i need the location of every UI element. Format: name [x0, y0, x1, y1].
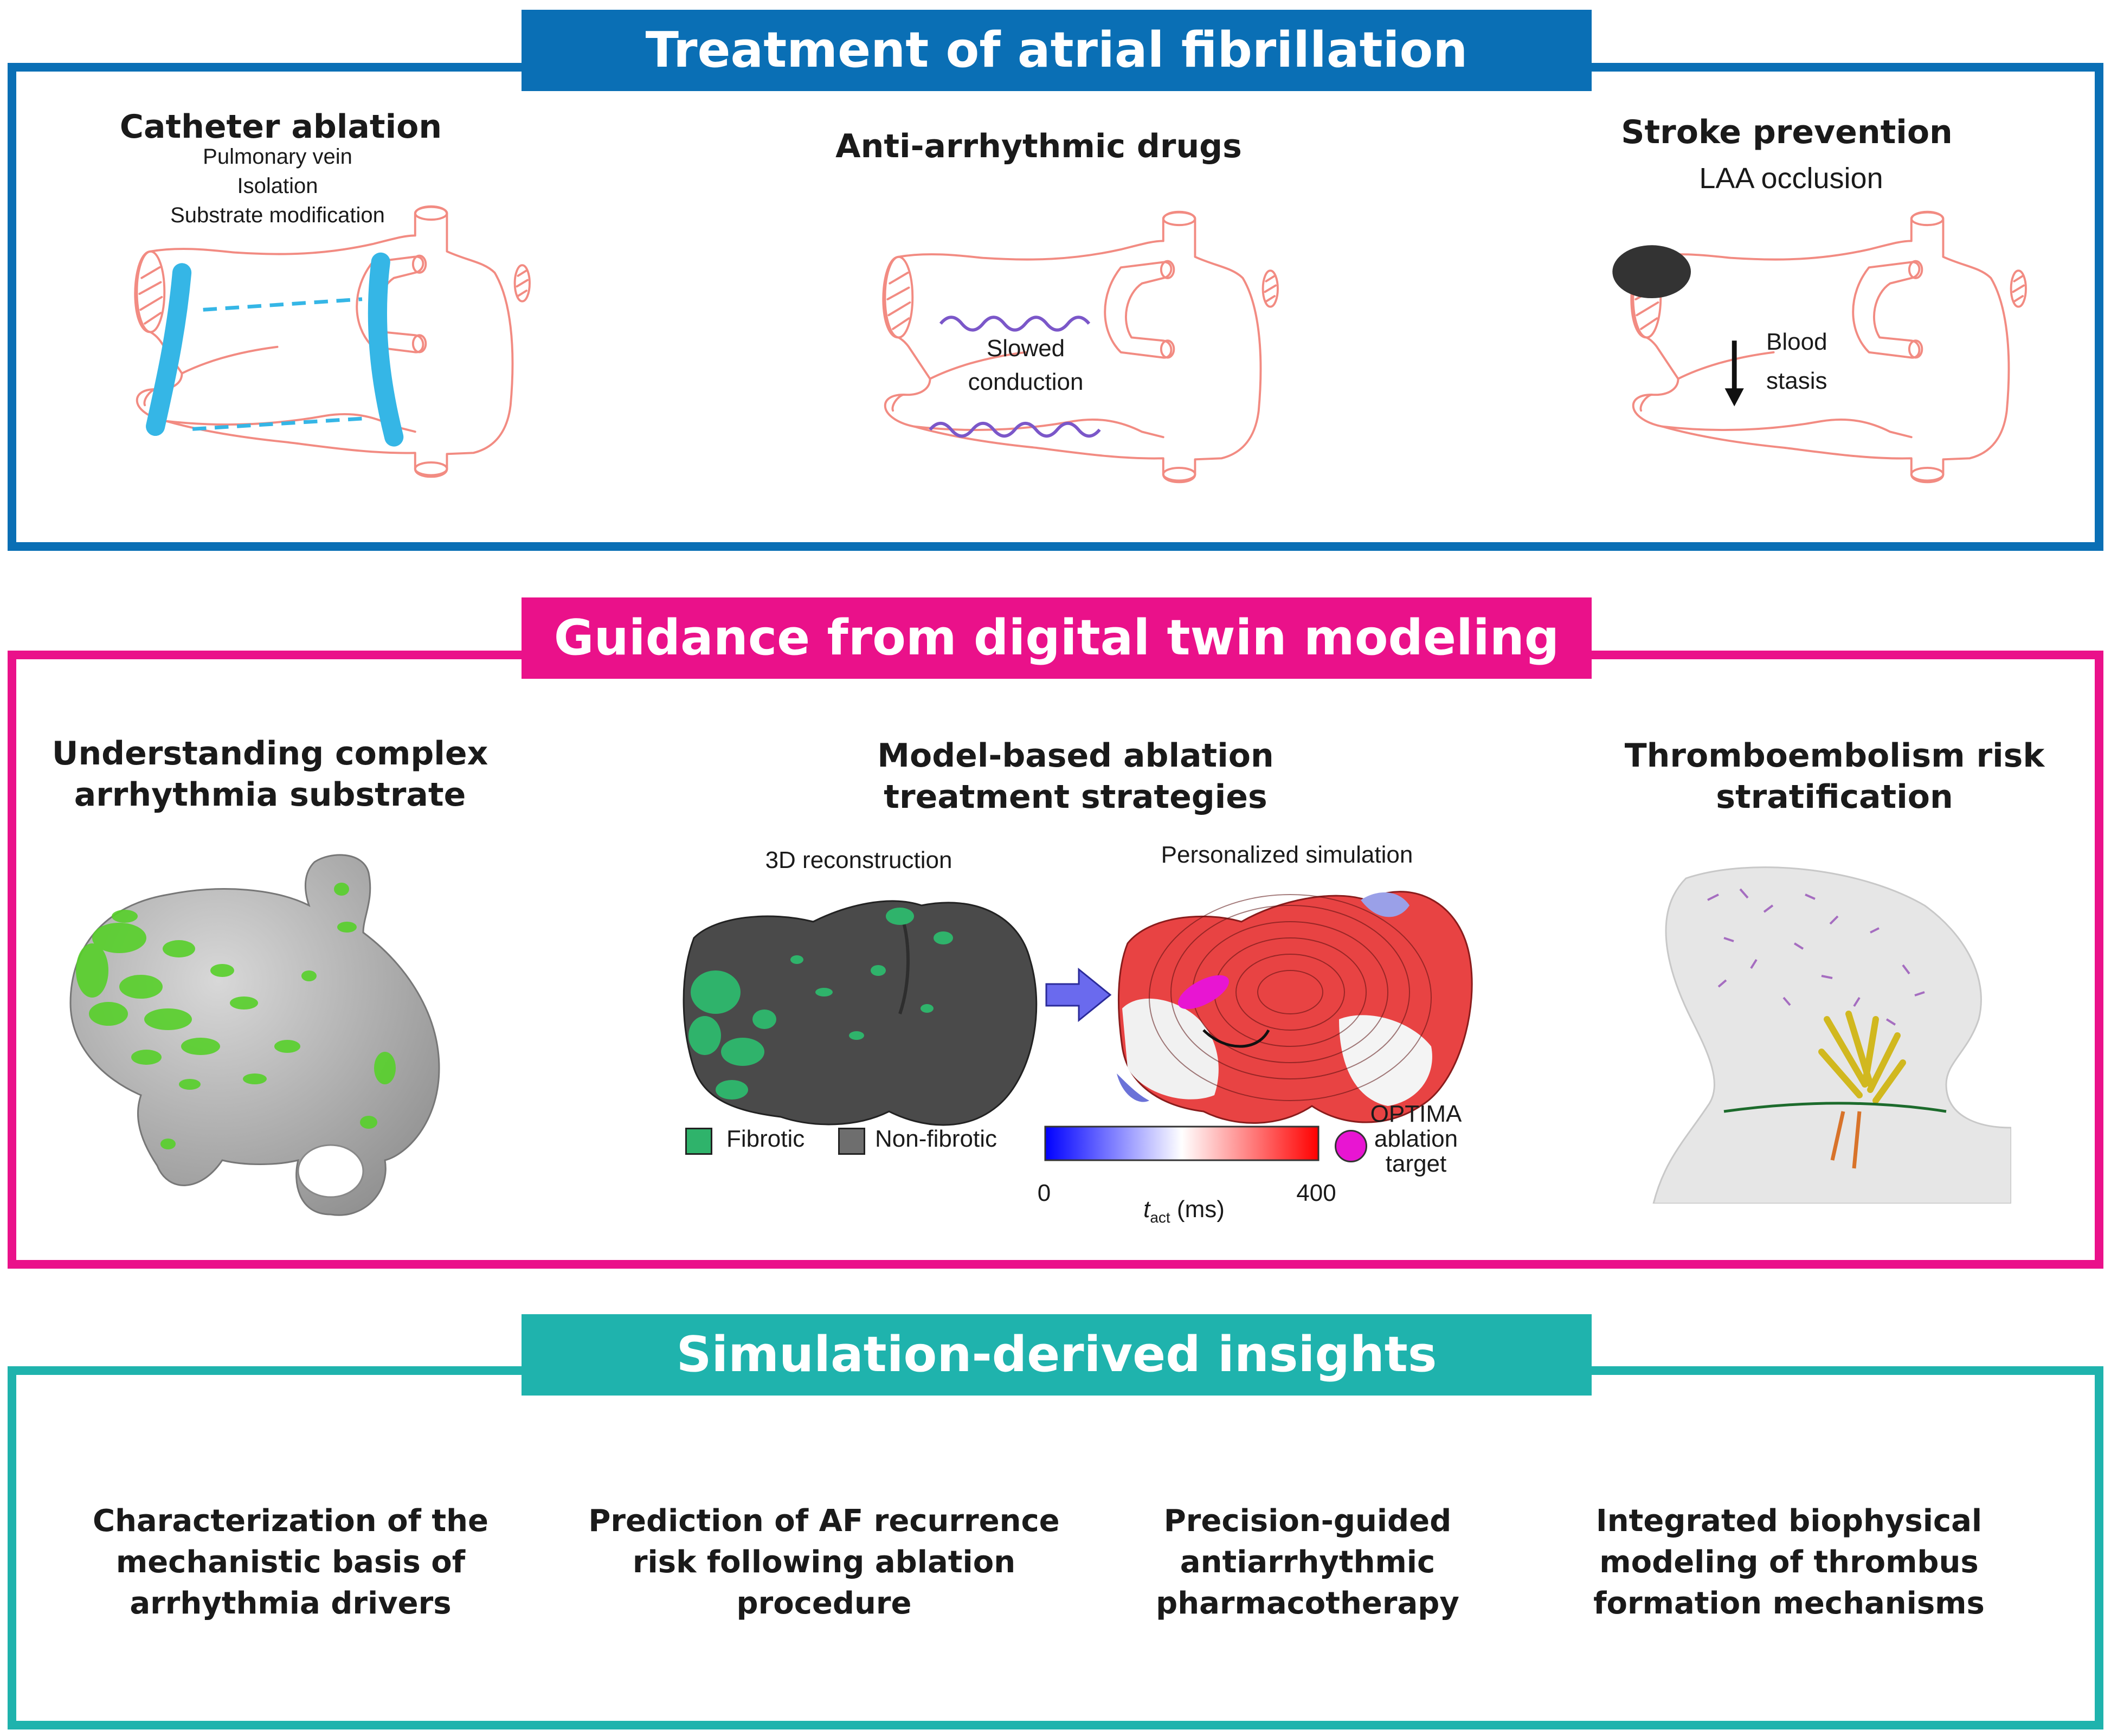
- insight-1: Characterization of the mechanistic basi…: [93, 1501, 488, 1624]
- wave-top: [939, 316, 1091, 332]
- catheter-ablation-title: Catheter ablation: [119, 108, 442, 146]
- insight-3-line-2: antiarrhythmic: [1180, 1545, 1436, 1580]
- drugs-title: Anti-arrhythmic drugs: [835, 127, 1242, 165]
- insight-1-line-3: arrhythmia drivers: [130, 1586, 452, 1621]
- insight-2-line-3: procedure: [736, 1586, 912, 1621]
- insight-4: Integrated biophysical modeling of throm…: [1593, 1501, 1985, 1624]
- atrium-diagram-catheter: [76, 190, 553, 493]
- personalized-simulation-model: [1117, 891, 1473, 1124]
- insight-4-line-1: Integrated biophysical: [1595, 1503, 1983, 1539]
- recon-label: 3D reconstruction: [765, 847, 952, 873]
- insight-4-line-3: formation mechanisms: [1593, 1586, 1985, 1621]
- thrombo-title-line-2: stratification: [1716, 778, 1953, 816]
- insight-3: Precision-guided antiarrhythmic pharmaco…: [1156, 1501, 1459, 1624]
- ablation-line-right: [368, 252, 404, 447]
- legend-fibrotic-label: Fibrotic: [726, 1126, 805, 1152]
- ablation-line-left: [146, 263, 192, 436]
- ablation-dash-bottom: [192, 416, 365, 431]
- insight-1-line-1: Characterization of the: [92, 1503, 489, 1539]
- catheter-ablation-line-3: Substrate modification: [170, 203, 385, 227]
- insight-4-line-2: modeling of thrombus: [1599, 1545, 1979, 1580]
- insights-title: Simulation-derived insights: [676, 1326, 1437, 1383]
- legend-nonfibrotic-label: Non-fibrotic: [875, 1126, 997, 1152]
- flow-arrow: [1045, 967, 1112, 1023]
- catheter-ablation-line-2: Isolation: [237, 174, 318, 198]
- atrium-diagram-stroke: [1612, 195, 2049, 499]
- ablation-dash-top: [203, 297, 363, 312]
- colorbar-max: 400: [1296, 1180, 1336, 1206]
- thrombus-flow-model: [1652, 866, 2011, 1204]
- treatment-banner: Treatment of atrial fibrillation: [522, 10, 1592, 91]
- insight-2-line-1: Prediction of AF recurrence: [588, 1503, 1060, 1539]
- slowed-conduction-line-2: conduction: [968, 369, 1084, 395]
- legend-fibrotic-swatch: [685, 1128, 712, 1155]
- ablation-target-spot: [1177, 975, 1230, 1010]
- thrombo-title-line-1: Thromboembolism risk: [1624, 737, 2045, 775]
- atrial-substrate-model: [69, 854, 440, 1216]
- colorbar-symbol: t: [1143, 1196, 1150, 1223]
- legend-nonfibrotic-swatch: [838, 1128, 865, 1155]
- laa-occlusion-label: LAA occlusion: [1699, 162, 1883, 195]
- blood-stasis-line-1: Blood: [1766, 329, 1827, 355]
- colorbar-label: tact (ms): [1143, 1193, 1225, 1235]
- atrium-diagram-drugs: [824, 195, 1301, 499]
- substrate-title-line-2: arrhythmia substrate: [74, 776, 466, 814]
- guidance-title: Guidance from digital twin modeling: [554, 609, 1560, 666]
- reconstruction-model: [683, 900, 1038, 1126]
- treatment-title: Treatment of atrial fibrillation: [645, 22, 1468, 79]
- slowed-conduction-line-1: Slowed: [986, 335, 1065, 362]
- wave-bottom: [929, 421, 1101, 438]
- stroke-prevention-title: Stroke prevention: [1621, 113, 1953, 151]
- insight-3-line-1: Precision-guided: [1163, 1503, 1452, 1539]
- insight-2: Prediction of AF recurrence risk followi…: [588, 1501, 1059, 1624]
- ablation-target-line-2: ablation: [1374, 1126, 1458, 1152]
- substrate-title-line-1: Understanding complex: [52, 735, 488, 773]
- blood-stasis-line-2: stasis: [1766, 368, 1827, 394]
- insight-1-line-2: mechanistic basis of: [115, 1545, 466, 1580]
- colorbar-unit: (ms): [1176, 1196, 1225, 1223]
- insight-2-line-2: risk following ablation: [632, 1545, 1016, 1580]
- sim-label: Personalized simulation: [1161, 841, 1413, 868]
- insight-3-line-3: pharmacotherapy: [1156, 1586, 1459, 1621]
- ablation-target-legend-dot: [1335, 1130, 1367, 1162]
- activation-time-colorbar: [1044, 1126, 1320, 1161]
- catheter-ablation-line-1: Pulmonary vein: [203, 145, 352, 169]
- strategies-title-line-2: treatment strategies: [884, 778, 1267, 816]
- ablation-target-line-3: target: [1385, 1150, 1447, 1177]
- insights-panel: [8, 1366, 2103, 1729]
- insights-banner: Simulation-derived insights: [522, 1314, 1592, 1396]
- strategies-title-line-1: Model-based ablation: [877, 737, 1274, 775]
- ablation-target-line-1: OPTIMA: [1370, 1101, 1462, 1127]
- laa-occluder: [1612, 245, 1691, 299]
- colorbar-symbol-sub: act: [1150, 1208, 1170, 1226]
- guidance-banner: Guidance from digital twin modeling: [522, 597, 1592, 679]
- colorbar-min: 0: [1037, 1180, 1051, 1206]
